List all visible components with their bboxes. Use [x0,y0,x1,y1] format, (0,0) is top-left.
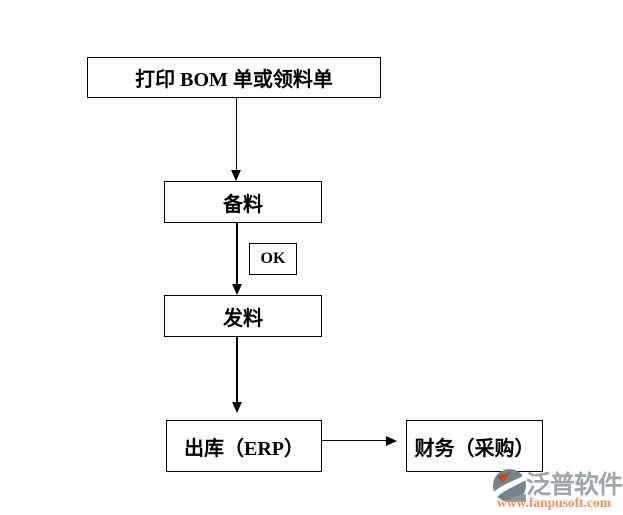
arrow-outbound-to-finance-head-icon [386,435,397,446]
flow-node-ok-tag: OK [249,243,297,275]
flow-node-prepare-material: 备料 [164,181,322,223]
arrow-prepare-to-issue-line [236,223,238,285]
arrow-issue-to-outbound-line [236,337,238,403]
fanpu-brand-text: 泛普软件 [526,471,623,499]
flow-node-finance-purchase: 财务（采购） [406,420,543,472]
arrow-print-to-prepare-head-icon [231,170,241,181]
flow-node-print-bom-label: 打印 BOM 单或领料单 [135,69,333,91]
fanpu-url-text: www.fanpusoft.com [497,495,612,510]
arrow-prepare-to-issue-head-icon [231,284,242,295]
fanpu-logo-icon [493,469,526,502]
fanpu-watermark: 泛普软件 www.fanpusoft.com [491,462,623,514]
flow-node-issue-material: 发料 [164,295,322,337]
flow-node-outbound-erp-label: 出库（ERP） [184,437,304,460]
arrow-print-to-prepare-line [235,97,237,171]
flow-node-prepare-material-label: 备料 [223,193,263,216]
arrow-outbound-to-finance-line [322,439,387,441]
flow-node-print-bom: 打印 BOM 单或领料单 [87,57,381,98]
flow-node-outbound-erp: 出库（ERP） [166,420,322,472]
arrow-issue-to-outbound-head-icon [231,402,242,413]
flow-node-ok-tag-label: OK [260,250,286,267]
flow-node-issue-material-label: 发料 [223,307,263,330]
flow-node-finance-purchase-label: 财务（采购） [414,437,535,460]
